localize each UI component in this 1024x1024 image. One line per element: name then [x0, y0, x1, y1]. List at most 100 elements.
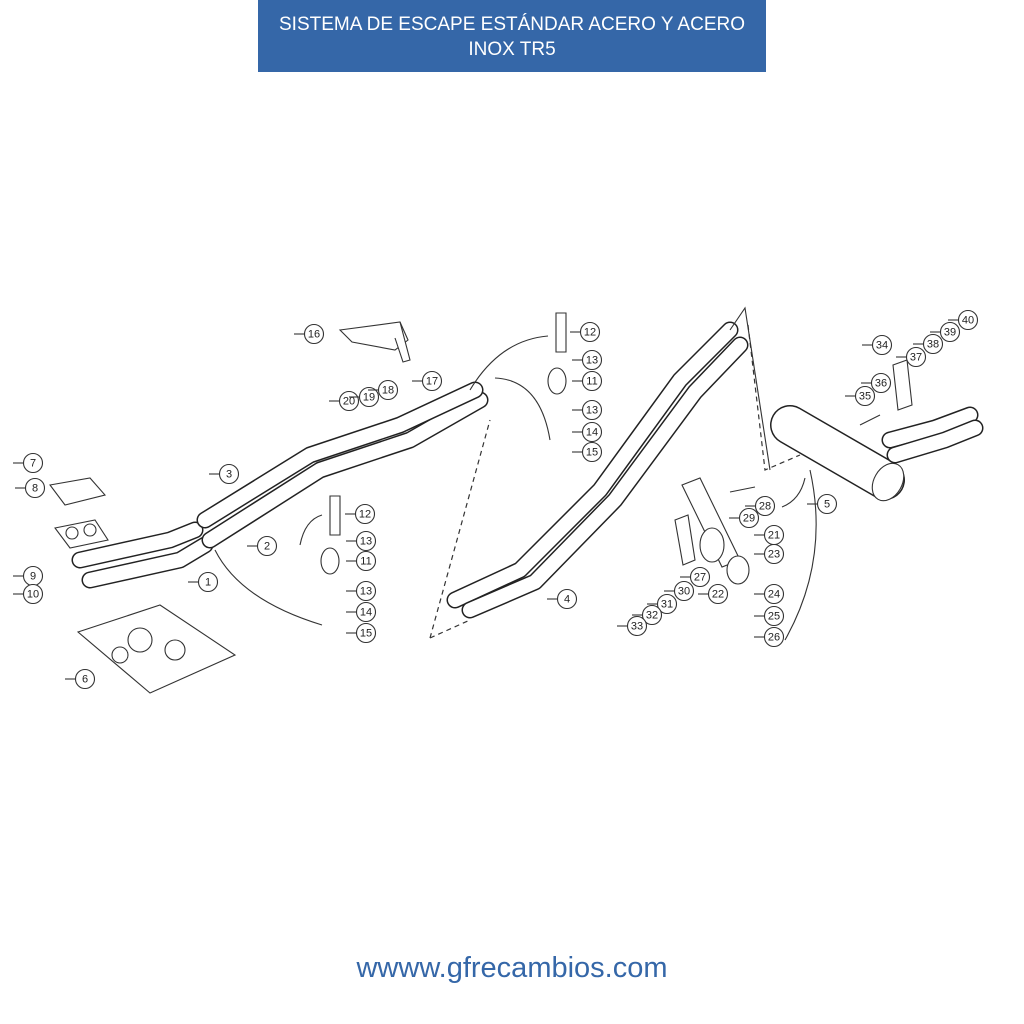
- callout-label: 27: [694, 572, 706, 584]
- callout-label: 5: [824, 499, 830, 511]
- gasket-kit-bag: [76, 604, 237, 694]
- callout-label: 25: [768, 611, 780, 623]
- callout-label: 4: [564, 594, 570, 606]
- callout-circle: [355, 601, 377, 623]
- callout-5: 5: [807, 493, 838, 515]
- callout-label: 11: [360, 556, 371, 568]
- callout-label: 31: [661, 599, 673, 611]
- callout-circle: [626, 615, 648, 637]
- callout-label: 13: [360, 586, 372, 598]
- callout-30: 30: [664, 580, 695, 602]
- callout-label: 3: [226, 469, 232, 481]
- callout-14: 14: [346, 601, 377, 623]
- callout-circle: [197, 571, 219, 593]
- callout-4: 4: [547, 588, 578, 610]
- callout-circle: [763, 583, 785, 605]
- callout-circle: [358, 386, 380, 408]
- intermediate-pipes: [429, 306, 801, 639]
- callout-circle: [256, 535, 278, 557]
- callout-8: 8: [15, 477, 46, 499]
- callout-circle: [354, 503, 376, 525]
- callout-label: 33: [631, 621, 643, 633]
- callout-11: 11: [346, 550, 377, 572]
- callout-label: 28: [759, 501, 771, 513]
- callout-40: 40: [948, 309, 979, 331]
- callout-label: 37: [910, 352, 922, 364]
- callout-label: 34: [876, 340, 888, 352]
- callout-29: 29: [729, 507, 760, 529]
- callout-label: 14: [360, 607, 372, 619]
- flanges: [49, 477, 109, 549]
- callout-28: 28: [745, 495, 776, 517]
- callout-label: 13: [586, 405, 598, 417]
- callout-label: 29: [743, 513, 755, 525]
- callout-label: 13: [360, 536, 372, 548]
- callout-label: 6: [82, 674, 88, 686]
- callout-label: 36: [875, 378, 887, 390]
- callout-label: 22: [712, 589, 724, 601]
- callout-circle: [355, 580, 377, 602]
- callout-label: 9: [30, 571, 36, 583]
- callout-circle: [556, 588, 578, 610]
- website-url[interactable]: wwww.gfrecambios.com: [356, 952, 668, 984]
- title-line-1: SISTEMA DE ESCAPE ESTÁNDAR ACERO Y ACERO: [279, 14, 745, 35]
- callout-13: 13: [572, 399, 603, 421]
- title-line-2: INOX TR5: [468, 39, 556, 60]
- callout-circle: [303, 323, 325, 345]
- callout-label: 7: [30, 458, 36, 470]
- callout-label: 12: [584, 327, 596, 339]
- callout-label: 19: [363, 392, 375, 404]
- callout-13: 13: [346, 580, 377, 602]
- callout-circle: [957, 309, 979, 331]
- callout-17: 17: [412, 370, 443, 392]
- front-pipes: [71, 381, 489, 589]
- callout-31: 31: [647, 593, 678, 615]
- callout-circle: [581, 349, 603, 371]
- callout-circle: [870, 372, 892, 394]
- callout-circle: [355, 530, 377, 552]
- callout-circle: [355, 550, 377, 572]
- callout-25: 25: [754, 605, 785, 627]
- callout-24: 24: [754, 583, 785, 605]
- callout-label: 14: [586, 427, 598, 439]
- callout-7: 7: [13, 452, 44, 474]
- callout-20: 20: [329, 390, 360, 412]
- callout-13: 13: [572, 349, 603, 371]
- callout-14: 14: [572, 421, 603, 443]
- callout-38: 38: [913, 333, 944, 355]
- callout-label: 24: [768, 589, 780, 601]
- callout-33: 33: [617, 615, 648, 637]
- callout-circle: [355, 622, 377, 644]
- callout-label: 15: [360, 628, 372, 640]
- callout-circle: [24, 477, 46, 499]
- callout-3: 3: [209, 463, 240, 485]
- callout-label: 18: [382, 385, 394, 397]
- callout-circle: [707, 583, 729, 605]
- callout-circle: [338, 390, 360, 412]
- callout-label: 2: [264, 541, 270, 553]
- callout-circle: [581, 399, 603, 421]
- callout-label: 32: [646, 610, 658, 622]
- callout-1: 1: [188, 571, 219, 593]
- callout-19: 19: [349, 386, 380, 408]
- callout-2: 2: [247, 535, 278, 557]
- callout-label: 38: [927, 339, 939, 351]
- callout-15: 15: [572, 441, 603, 463]
- callout-circle: [656, 593, 678, 615]
- callout-34: 34: [862, 334, 893, 356]
- callout-12: 12: [345, 503, 376, 525]
- callout-label: 30: [678, 586, 690, 598]
- callout-39: 39: [930, 321, 961, 343]
- callout-10: 10: [13, 583, 44, 605]
- callout-circle: [579, 321, 601, 343]
- callout-circle: [74, 668, 96, 690]
- leader-curves: [214, 335, 817, 641]
- callout-36: 36: [861, 372, 892, 394]
- callout-label: 20: [343, 396, 355, 408]
- callout-15: 15: [346, 622, 377, 644]
- callout-35: 35: [845, 385, 876, 407]
- callout-11: 11: [572, 370, 603, 392]
- callout-circle: [22, 583, 44, 605]
- callout-label: 15: [586, 447, 598, 459]
